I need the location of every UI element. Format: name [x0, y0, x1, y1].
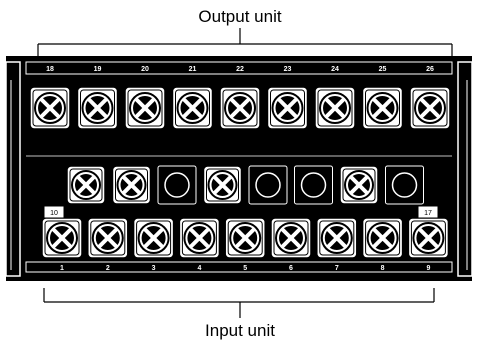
middle-right-tag: 17: [417, 205, 439, 219]
input-unit-bracket: [43, 288, 435, 318]
middle-terminal-screw: [111, 165, 152, 205]
input-terminal-number: 4: [197, 265, 201, 272]
input-terminal-screw: [132, 217, 175, 259]
input-terminal-number: 7: [335, 265, 339, 272]
input-terminal-number: 8: [381, 265, 385, 272]
output-terminal-number: 22: [236, 66, 244, 73]
input-terminal-number: 5: [243, 265, 247, 272]
middle-left-tag: 10: [43, 205, 65, 219]
output-terminal-row: 18 19 20 21 22 23 24 25 26: [29, 66, 451, 130]
middle-terminal-screw: [202, 165, 243, 205]
output-terminal-screw: [219, 86, 261, 130]
input-terminal-number: 3: [152, 265, 156, 272]
output-terminal-number: 21: [189, 66, 197, 73]
output-terminal-number: 26: [426, 66, 434, 73]
output-terminal-screw: [124, 86, 166, 130]
output-terminal-screw: [76, 86, 119, 130]
middle-left-tag-label: 10: [50, 210, 58, 217]
output-unit-label: Output unit: [198, 7, 281, 26]
output-terminal-screw: [314, 86, 356, 130]
output-terminal-number: 19: [94, 66, 102, 73]
output-terminal-number: 18: [46, 66, 54, 73]
output-terminal-number: 25: [379, 66, 387, 73]
middle-terminal-screw: [339, 165, 379, 205]
middle-terminal-hole: [294, 165, 333, 205]
middle-terminal-hole: [157, 165, 197, 205]
input-unit-label: Input unit: [205, 321, 275, 340]
output-terminal-screw: [171, 86, 214, 130]
input-terminal-screw: [224, 217, 266, 259]
output-terminal-number: 23: [284, 66, 292, 73]
output-terminal-number: 20: [141, 66, 149, 73]
input-terminal-screw: [41, 217, 83, 259]
input-terminal-number: 9: [426, 265, 430, 272]
input-terminal-number: 1: [60, 265, 64, 272]
output-terminal-screw: [409, 86, 451, 130]
input-terminal-screw: [407, 217, 450, 259]
middle-terminal-row: [66, 165, 424, 205]
output-unit-bracket: [37, 28, 453, 58]
input-terminal-screw: [87, 217, 129, 259]
middle-right-tag-label: 17: [424, 210, 432, 217]
middle-terminal-hole: [385, 165, 424, 205]
input-terminal-screw: [316, 217, 358, 259]
input-terminal-screw: [361, 217, 404, 259]
input-terminal-number: 6: [289, 265, 293, 272]
input-terminal-row: 1 2 3 4 5 6 7 8 9: [41, 217, 450, 272]
output-terminal-screw: [361, 86, 404, 130]
output-terminal-screw: [29, 86, 71, 130]
output-terminal-screw: [266, 86, 309, 130]
output-terminal-number: 24: [331, 66, 339, 73]
middle-terminal-screw: [66, 165, 106, 205]
input-terminal-screw: [178, 217, 221, 259]
input-terminal-screw: [270, 217, 312, 259]
middle-terminal-hole: [248, 165, 288, 205]
input-terminal-number: 2: [106, 265, 110, 272]
